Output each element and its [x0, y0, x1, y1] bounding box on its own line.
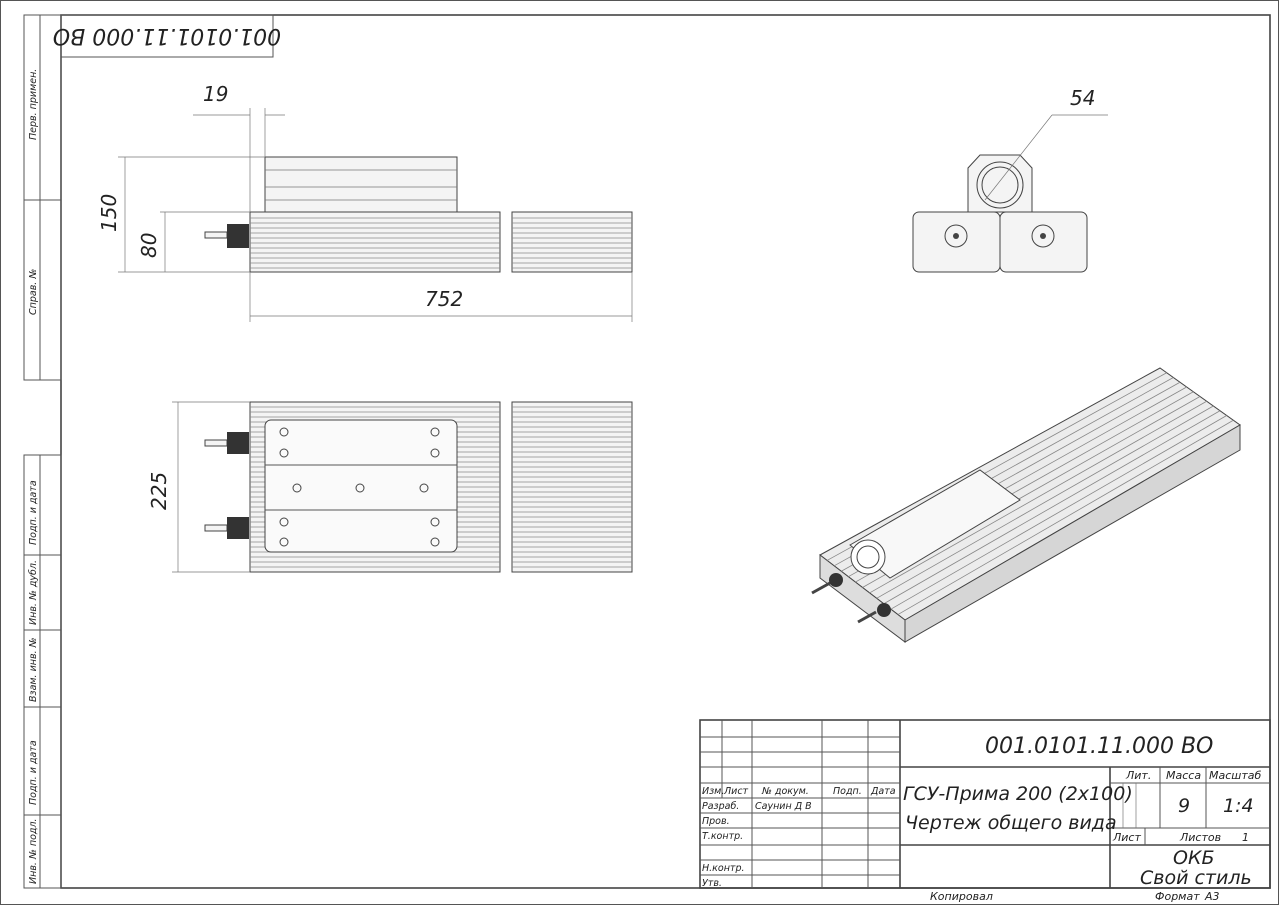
mounting-hole: [279, 537, 289, 547]
plan-view: [172, 401, 633, 573]
drawing-line: [897, 419, 1234, 615]
hdr-doc: № докум.: [761, 786, 809, 797]
mounting-hole: [355, 483, 365, 493]
title-code: 001.0101.11.000 ВО: [985, 734, 1213, 759]
role-prov: Пров.: [702, 816, 730, 827]
sprav-no-label: Справ. №: [28, 269, 39, 315]
dim-225: 225: [147, 472, 171, 510]
inv-podl-label: Инв. № подл.: [28, 818, 39, 884]
mounting-hole: [430, 427, 440, 437]
mounting-hole: [279, 427, 289, 437]
side-strip: Перв. примен. Справ. № Подп. и дата Инв.…: [23, 14, 62, 889]
org-line1: ОКБ: [1173, 847, 1214, 869]
hdr-izm: Изм.: [702, 786, 724, 797]
sheets-label: Листов: [1179, 831, 1221, 844]
format-value: А3: [1204, 890, 1220, 903]
end-view: [912, 114, 1108, 273]
drawing-line: [890, 415, 1227, 610]
inner-frame: [60, 14, 1271, 889]
developer-name: Саунин Д В: [755, 801, 812, 812]
mass-label: Масса: [1166, 769, 1201, 782]
mounting-hole: [430, 537, 440, 547]
drawing-line: [876, 405, 1214, 599]
mounting-hole: [430, 448, 440, 458]
perv-primen-label: Перв. примен.: [28, 69, 39, 140]
stamp-box: [60, 14, 274, 58]
hdr-list: Лист: [723, 786, 749, 797]
title-name-line2: Чертеж общего вида: [905, 812, 1117, 834]
org-line2: Свой стиль: [1140, 867, 1252, 889]
mounting-hole: [279, 517, 289, 527]
mounting-hole: [292, 483, 302, 493]
hdr-podp: Подп.: [833, 786, 862, 797]
podp-data-label-2: Подп. и дата: [28, 740, 39, 805]
role-utv: Утв.: [702, 878, 722, 889]
drawing-line: [883, 410, 1221, 605]
podp-data-label-1: Подп. и дата: [28, 480, 39, 545]
stamp-code: 001.0101.11.000 ВО: [53, 23, 281, 48]
role-nkontr: Н.контр.: [702, 863, 745, 874]
dim-54: 54: [1070, 86, 1095, 110]
format-label: Формат: [1155, 890, 1200, 903]
hdr-data: Дата: [870, 786, 896, 797]
scale-label: Масштаб: [1209, 769, 1261, 782]
sheet-label: Лист: [1112, 831, 1141, 844]
dim-150: 150: [97, 194, 121, 232]
mounting-hole: [419, 483, 429, 493]
dim-752: 752: [425, 287, 463, 311]
mass-value: 9: [1178, 795, 1190, 817]
dim-19: 19: [203, 82, 228, 106]
title-block: [699, 719, 1271, 889]
inv-dubl-label: Инв. № дубл.: [28, 560, 39, 625]
scale-value: 1:4: [1223, 795, 1254, 817]
role-razrab: Разраб.: [702, 801, 739, 812]
copied-label: Копировал: [930, 890, 993, 903]
isometric-view: [811, 367, 1241, 644]
role-tkontr: Т.контр.: [702, 831, 743, 842]
mounting-hole: [279, 448, 289, 458]
sheets-value: 1: [1242, 831, 1249, 844]
lit-label: Лит.: [1125, 769, 1151, 782]
front-view: [118, 108, 633, 322]
drawing-line: [869, 400, 1207, 594]
title-name-line1: ГСУ-Прима 200 (2х100): [903, 783, 1133, 805]
dim-80: 80: [137, 233, 161, 258]
vzam-inv-label: Взам. инв. №: [28, 637, 39, 702]
mounting-hole: [430, 517, 440, 527]
